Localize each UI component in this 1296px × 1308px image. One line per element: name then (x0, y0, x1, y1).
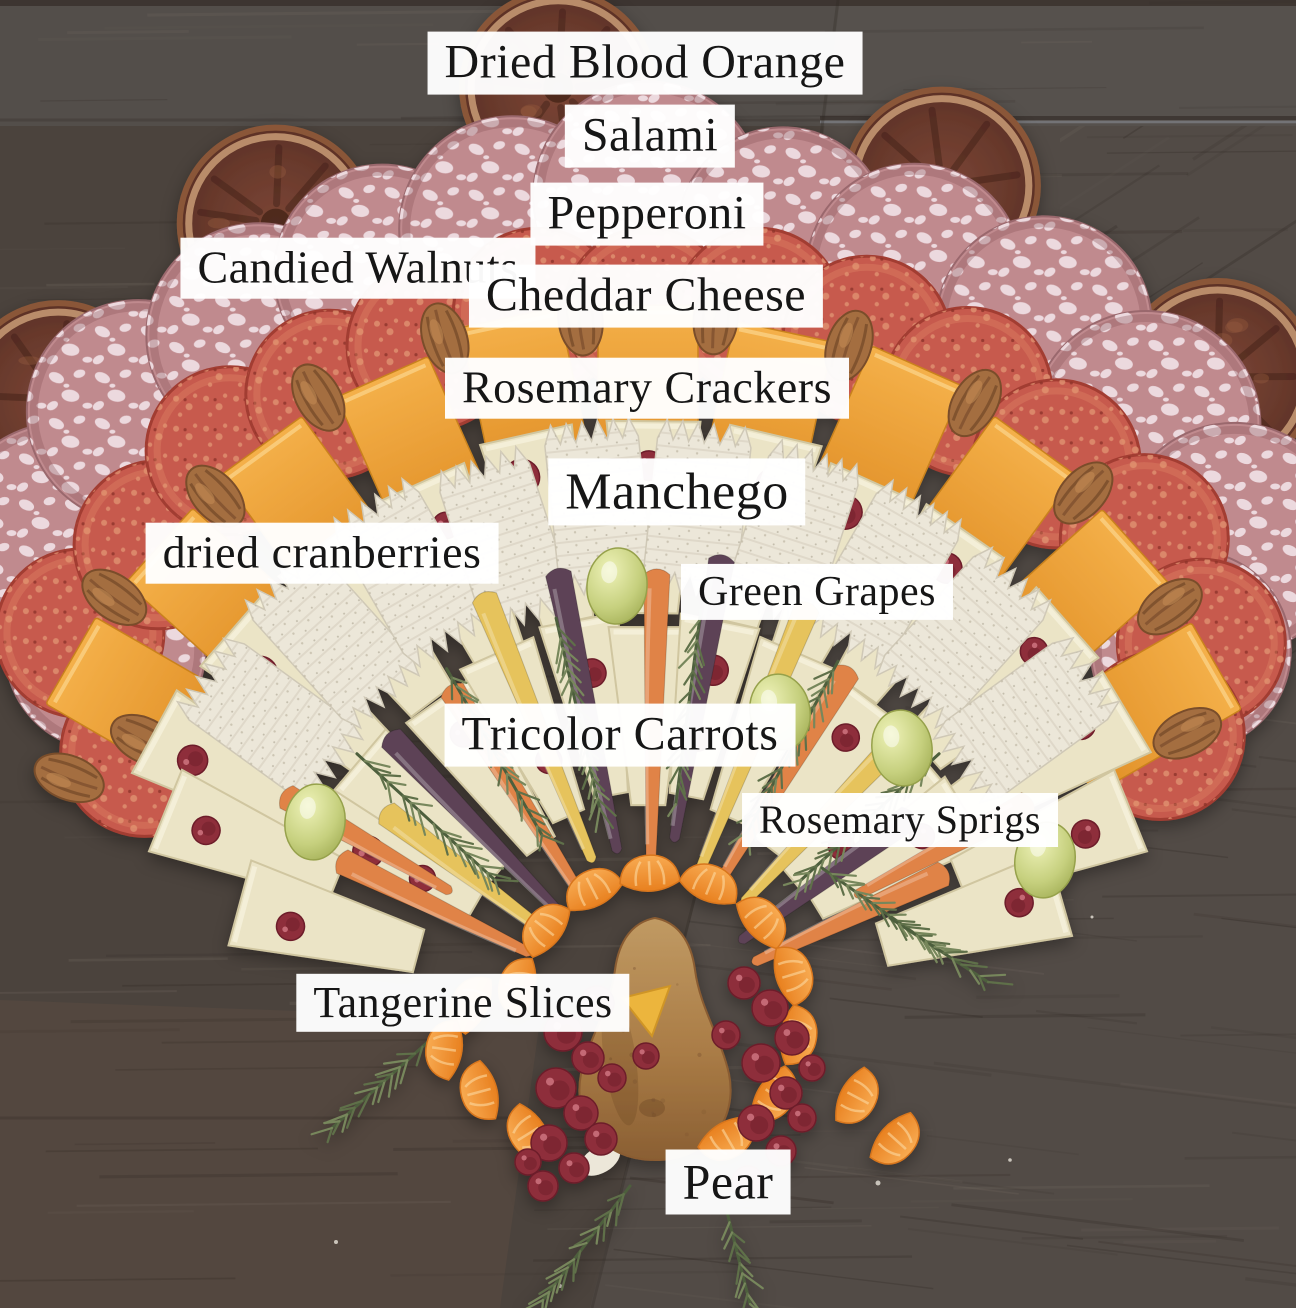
rosemary-cracker (439, 444, 571, 637)
manchego-wedge (227, 859, 426, 974)
candied-walnut (1053, 461, 1114, 525)
manchego-wedge (147, 768, 347, 902)
rosemary-sprig (355, 752, 519, 896)
tangerine-segment (835, 1066, 879, 1124)
ingredient-label-text: Rosemary Crackers (462, 361, 832, 413)
green-grape (871, 709, 933, 787)
dried-cranberry (831, 723, 861, 752)
tangerine-segment (425, 1019, 464, 1081)
dried-cranberry (176, 744, 209, 777)
tangerine-segment (459, 1059, 499, 1120)
candied-walnut (81, 568, 148, 626)
tangerine-segment (678, 863, 738, 905)
tangerine-segment (619, 854, 681, 892)
ingredient-label: Pepperoni (530, 182, 764, 246)
ingredient-label: Cheddar Cheese (468, 264, 824, 328)
rosemary-sprig (888, 916, 1014, 992)
rosemary-sprig (310, 1038, 432, 1144)
ingredient-label-text: Manchego (565, 463, 789, 521)
green-grape (586, 547, 648, 625)
tangerine-segment (735, 896, 787, 950)
dried-cranberry (737, 1104, 775, 1142)
ingredient-label: Tricolor Carrots (444, 703, 796, 767)
dried-cranberry (275, 911, 306, 942)
dried-cranberry (558, 1152, 590, 1184)
ingredient-label-text: Pear (682, 1153, 774, 1210)
candied-walnut (33, 752, 105, 804)
tangerine-segment (566, 867, 624, 912)
dried-cranberry (530, 1124, 568, 1162)
dried-cranberry (727, 966, 761, 1000)
ingredient-label-text: Candied Walnuts (197, 241, 519, 293)
ingredient-label: Manchego (548, 458, 806, 526)
tangerine-segment (773, 946, 814, 1007)
ingredient-label-text: Tangerine Slices (313, 977, 613, 1027)
ingredient-label-text: Tricolor Carrots (461, 707, 779, 761)
ingredient-label: Rosemary Sprigs (742, 793, 1058, 847)
dried-cranberry (535, 1067, 577, 1109)
dried-cranberry (527, 1170, 559, 1202)
dried-cranberry (741, 1043, 781, 1083)
ingredient-label-text: Salami (581, 108, 719, 162)
ingredient-label: Dried Blood Orange (427, 31, 863, 95)
ingredient-label: Rosemary Crackers (445, 357, 849, 419)
ingredient-label-text: Dried Blood Orange (444, 35, 846, 89)
rosemary-sprig (720, 1210, 764, 1308)
dried-cranberry (563, 1095, 599, 1131)
ingredient-label: Tangerine Slices (296, 973, 630, 1033)
candied-walnut (185, 464, 246, 528)
candied-walnut (947, 368, 1003, 438)
ingredient-label-text: Pepperoni (547, 186, 747, 240)
dried-cranberry (769, 1076, 803, 1110)
rosemary-sprig (820, 866, 965, 965)
dried-cranberry (632, 1042, 660, 1070)
dried-cranberry (787, 1103, 817, 1133)
ingredient-label: Salami (564, 104, 736, 168)
dried-cranberry (711, 1020, 741, 1050)
green-grape (284, 783, 346, 861)
dried-cranberry (191, 815, 221, 846)
candied-walnut (420, 302, 470, 375)
ingredient-label-text: dried cranberries (162, 526, 482, 578)
ingredient-label: Pear (665, 1149, 791, 1215)
dried-cranberry (584, 1122, 618, 1156)
ingredient-label-text: Green Grapes (697, 568, 937, 615)
ingredient-label: Green Grapes (680, 563, 954, 621)
dried-cranberry (597, 1063, 627, 1093)
candied-walnut (1152, 707, 1223, 760)
dried-cranberry (514, 1148, 542, 1176)
dried-cranberry (571, 1041, 605, 1075)
candied-walnut (1137, 578, 1203, 636)
carrot-stick-orange (751, 861, 951, 967)
rosemary-sprig (525, 1184, 632, 1308)
rosemary-feet (525, 1184, 764, 1308)
turkey-face (620, 984, 672, 1070)
ingredient-label: dried cranberries (145, 522, 499, 584)
candied-walnut (291, 363, 346, 432)
dried-cranberry (1004, 887, 1034, 918)
cheese-beak (620, 984, 672, 1039)
dried-cranberry (751, 989, 789, 1027)
dried-cranberry (1070, 819, 1101, 849)
ingredient-label-text: Rosemary Sprigs (759, 797, 1041, 842)
tangerine-segment (522, 903, 571, 959)
dried-cranberry (774, 1020, 810, 1056)
tangerine-segment (869, 1111, 920, 1165)
ingredient-label-text: Cheddar Cheese (485, 268, 807, 322)
dried-cranberry (798, 1054, 826, 1082)
